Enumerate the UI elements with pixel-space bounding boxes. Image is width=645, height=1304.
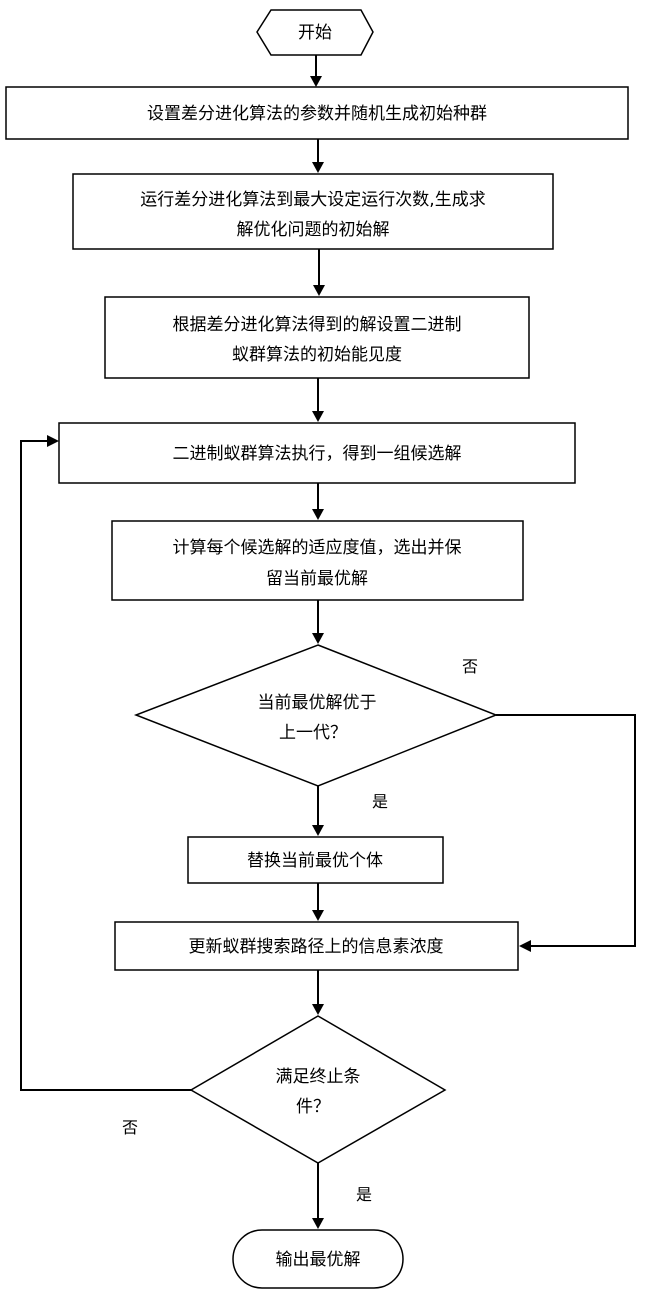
- process-label: 设置差分进化算法的参数并随机生成初始种群: [147, 104, 487, 124]
- decision-diamond: [191, 1016, 445, 1163]
- process-replace-best: 替换当前最优个体: [188, 837, 443, 883]
- decision-termination: 满足终止条 件？: [191, 1016, 445, 1163]
- process-init-population: 设置差分进化算法的参数并随机生成初始种群: [6, 87, 628, 139]
- arrowhead: [47, 435, 59, 447]
- process-box: [105, 297, 529, 378]
- decision-label-line1: 当前最优解优于: [258, 693, 377, 713]
- arrowhead: [312, 825, 324, 836]
- arrowhead: [312, 910, 324, 921]
- decision1-no-label: 否: [462, 657, 478, 676]
- arrowhead: [312, 411, 324, 422]
- process-label: 更新蚁群搜索路径上的信息素浓度: [189, 937, 444, 957]
- process-label-line2: 留当前最优解: [266, 569, 368, 589]
- process-fitness: 计算每个候选解的适应度值，选出并保 留当前最优解: [112, 521, 523, 600]
- decision-label-line1: 满足终止条: [276, 1067, 361, 1087]
- process-label-line1: 运行差分进化算法到最大设定运行次数,生成求: [140, 190, 485, 210]
- decision-better-than-previous: 当前最优解优于 上一代？: [136, 645, 496, 786]
- arrowhead: [519, 940, 531, 952]
- decision-diamond: [136, 645, 496, 786]
- edge-decision1-no: [496, 715, 635, 946]
- process-run-de: 运行差分进化算法到最大设定运行次数,生成求 解优化问题的初始解: [73, 174, 553, 249]
- process-label: 二进制蚁群算法执行，得到一组候选解: [173, 444, 462, 464]
- arrowhead: [310, 76, 322, 87]
- process-binary-aco: 二进制蚁群算法执行，得到一组候选解: [59, 423, 575, 483]
- process-label-line2: 蚁群算法的初始能见度: [232, 345, 402, 365]
- arrowhead: [312, 509, 324, 520]
- arrowhead: [312, 1218, 324, 1229]
- decision-label-line2: 件？: [296, 1097, 330, 1117]
- process-label-line2: 解优化问题的初始解: [237, 220, 390, 240]
- arrowhead: [312, 633, 324, 644]
- arrowhead: [312, 1004, 324, 1015]
- decision1-yes-label: 是: [372, 792, 388, 811]
- start-label: 开始: [298, 23, 332, 43]
- decision2-yes-label: 是: [356, 1185, 372, 1204]
- decision-label-line2: 上一代？: [279, 723, 347, 743]
- process-set-visibility: 根据差分进化算法得到的解设置二进制 蚁群算法的初始能见度: [105, 297, 529, 378]
- decision2-no-label: 否: [122, 1118, 138, 1137]
- process-update-pheromone: 更新蚁群搜索路径上的信息素浓度: [115, 922, 518, 970]
- end-label: 输出最优解: [276, 1250, 361, 1270]
- process-label-line1: 根据差分进化算法得到的解设置二进制: [173, 315, 462, 335]
- process-label: 替换当前最优个体: [247, 851, 383, 871]
- process-label-line1: 计算每个候选解的适应度值，选出并保: [173, 538, 462, 558]
- arrowhead: [313, 285, 325, 296]
- start-node: 开始: [257, 10, 373, 55]
- arrowhead: [312, 162, 324, 173]
- end-node: 输出最优解: [233, 1230, 403, 1288]
